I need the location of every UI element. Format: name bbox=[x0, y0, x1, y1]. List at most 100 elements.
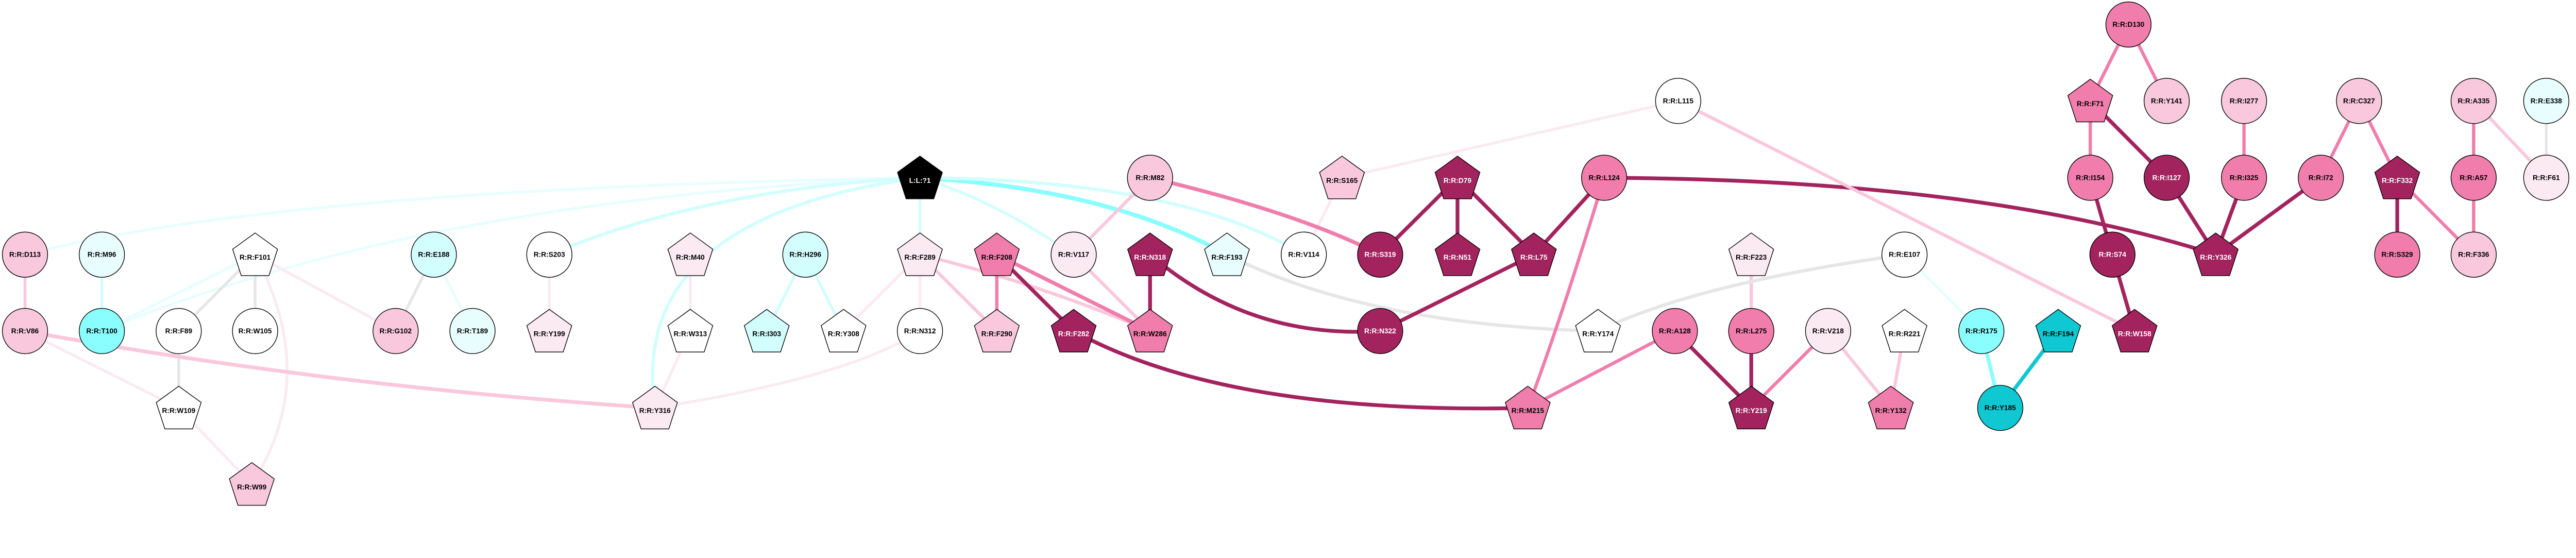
node-L1[interactable]: L:L:?1 bbox=[897, 156, 943, 199]
node-L124[interactable]: R:R:L124 bbox=[1581, 155, 1628, 201]
node-I127[interactable]: R:R:I127 bbox=[2143, 155, 2190, 201]
node-N322[interactable]: R:R:N322 bbox=[1357, 308, 1403, 354]
pentagon-shape bbox=[974, 232, 1020, 276]
node-F194[interactable]: R:R:F194 bbox=[2035, 309, 2081, 352]
node-N318[interactable]: R:R:N318 bbox=[1127, 232, 1173, 276]
node-V114[interactable]: R:R:V114 bbox=[1281, 231, 1327, 278]
node-S74[interactable]: R:R:S74 bbox=[2089, 231, 2136, 278]
node-I154[interactable]: R:R:I154 bbox=[2067, 155, 2113, 201]
node-G102[interactable]: R:R:G102 bbox=[372, 308, 419, 354]
node-F223[interactable]: R:R:F223 bbox=[1728, 232, 1774, 276]
node-Y316[interactable]: R:R:Y316 bbox=[632, 385, 678, 430]
pentagon-shape bbox=[2193, 232, 2239, 276]
circle-shape bbox=[79, 231, 125, 278]
pentagon-shape bbox=[897, 232, 943, 276]
node-V117[interactable]: R:R:V117 bbox=[1050, 231, 1097, 278]
node-A335[interactable]: R:R:A335 bbox=[2450, 78, 2497, 124]
node-S329[interactable]: R:R:S329 bbox=[2374, 231, 2420, 278]
node-F208[interactable]: R:R:F208 bbox=[974, 232, 1020, 276]
edge-L115-W158 bbox=[1677, 99, 2136, 333]
node-A128[interactable]: R:R:A128 bbox=[1652, 308, 1698, 354]
node-F336[interactable]: R:R:F336 bbox=[2450, 231, 2497, 278]
node-I303[interactable]: R:R:I303 bbox=[743, 309, 790, 352]
node-L275[interactable]: R:R:L275 bbox=[1728, 308, 1774, 354]
node-E338[interactable]: R:R:E338 bbox=[2523, 78, 2569, 124]
node-T100[interactable]: R:R:T100 bbox=[79, 308, 125, 354]
edge-M215-A128 bbox=[1527, 329, 1676, 410]
circle-shape bbox=[2, 308, 48, 354]
node-D79[interactable]: R:R:D79 bbox=[1434, 156, 1481, 199]
node-C327[interactable]: R:R:C327 bbox=[2336, 78, 2382, 124]
node-F332[interactable]: R:R:F332 bbox=[2374, 156, 2420, 199]
node-E107[interactable]: R:R:E107 bbox=[1882, 231, 1928, 278]
edge-L1-F193 bbox=[920, 175, 1228, 257]
node-F289[interactable]: R:R:F289 bbox=[897, 232, 943, 276]
pentagon-shape bbox=[1504, 385, 1551, 430]
node-N51[interactable]: R:R:N51 bbox=[1434, 232, 1481, 276]
node-Y199[interactable]: R:R:Y199 bbox=[526, 309, 572, 352]
pentagon-shape bbox=[1728, 385, 1774, 430]
node-Y141[interactable]: R:R:Y141 bbox=[2143, 78, 2190, 124]
node-R175[interactable]: R:R:R175 bbox=[1958, 308, 2005, 354]
node-Y326[interactable]: R:R:Y326 bbox=[2193, 232, 2239, 276]
edge-N312-Y316 bbox=[654, 330, 921, 410]
pentagon-shape bbox=[743, 309, 790, 352]
node-N312[interactable]: R:R:N312 bbox=[897, 308, 943, 354]
node-I277[interactable]: R:R:I277 bbox=[2221, 78, 2267, 124]
node-W105[interactable]: R:R:W105 bbox=[232, 308, 278, 354]
circle-shape bbox=[156, 308, 202, 354]
node-R221[interactable]: R:R:R221 bbox=[1882, 309, 1928, 352]
node-Y174[interactable]: R:R:Y174 bbox=[1575, 309, 1621, 352]
node-F101[interactable]: R:R:F101 bbox=[232, 232, 278, 276]
edge-L1-S203 bbox=[549, 176, 920, 257]
circle-shape bbox=[79, 308, 125, 354]
node-Y132[interactable]: R:R:Y132 bbox=[1868, 385, 1914, 430]
node-W109[interactable]: R:R:W109 bbox=[156, 385, 202, 430]
node-F71[interactable]: R:R:F71 bbox=[2067, 78, 2113, 123]
node-A57[interactable]: R:R:A57 bbox=[2450, 155, 2497, 201]
node-H296[interactable]: R:R:H296 bbox=[782, 231, 828, 278]
node-V218[interactable]: R:R:V218 bbox=[1805, 308, 1851, 354]
node-S203[interactable]: R:R:S203 bbox=[526, 231, 572, 278]
pentagon-shape bbox=[229, 462, 275, 506]
node-F193[interactable]: R:R:F193 bbox=[1204, 232, 1250, 276]
circle-shape bbox=[2089, 231, 2136, 278]
pentagon-shape bbox=[1882, 309, 1928, 352]
edge-F282-M215 bbox=[1073, 329, 1528, 411]
node-M96[interactable]: R:R:M96 bbox=[79, 231, 125, 278]
node-W158[interactable]: R:R:W158 bbox=[2111, 309, 2158, 352]
pentagon-shape bbox=[1204, 232, 1250, 276]
node-I72[interactable]: R:R:I72 bbox=[2298, 155, 2344, 201]
pentagon-shape bbox=[820, 309, 867, 352]
circle-shape bbox=[1977, 385, 2024, 431]
node-S319[interactable]: R:R:S319 bbox=[1357, 231, 1403, 278]
edge-F193-Y174 bbox=[1226, 253, 1598, 333]
edge-L75-N322 bbox=[1379, 252, 1535, 333]
edge-N318-N322 bbox=[1148, 253, 1381, 334]
pentagon-shape bbox=[667, 232, 714, 276]
edge-F289-W286 bbox=[919, 253, 1151, 333]
node-E188[interactable]: R:R:E188 bbox=[411, 231, 457, 278]
node-L115[interactable]: R:R:L115 bbox=[1655, 78, 1701, 124]
node-S165[interactable]: R:R:S165 bbox=[1319, 156, 1365, 199]
node-D113[interactable]: R:R:D113 bbox=[2, 231, 48, 278]
node-V86[interactable]: R:R:V86 bbox=[2, 308, 48, 354]
edge-F101-G102 bbox=[254, 253, 397, 332]
node-M215[interactable]: R:R:M215 bbox=[1504, 385, 1551, 430]
node-D130[interactable]: R:R:D130 bbox=[2105, 1, 2152, 48]
circle-shape bbox=[1281, 231, 1327, 278]
circle-shape bbox=[2523, 78, 2569, 124]
edge-Y174-E107 bbox=[1597, 253, 1905, 333]
node-F61[interactable]: R:R:F61 bbox=[2523, 155, 2569, 201]
node-T189[interactable]: R:R:T189 bbox=[449, 308, 496, 354]
node-Y185[interactable]: R:R:Y185 bbox=[1977, 385, 2024, 431]
node-W313[interactable]: R:R:W313 bbox=[667, 309, 714, 352]
pentagon-shape bbox=[2111, 309, 2158, 352]
node-I325[interactable]: R:R:I325 bbox=[2221, 155, 2267, 201]
node-M40[interactable]: R:R:M40 bbox=[667, 232, 714, 276]
node-M82[interactable]: R:R:M82 bbox=[1127, 155, 1173, 201]
circle-shape bbox=[2450, 78, 2497, 124]
node-F89[interactable]: R:R:F89 bbox=[156, 308, 202, 354]
pentagon-shape bbox=[632, 385, 678, 430]
